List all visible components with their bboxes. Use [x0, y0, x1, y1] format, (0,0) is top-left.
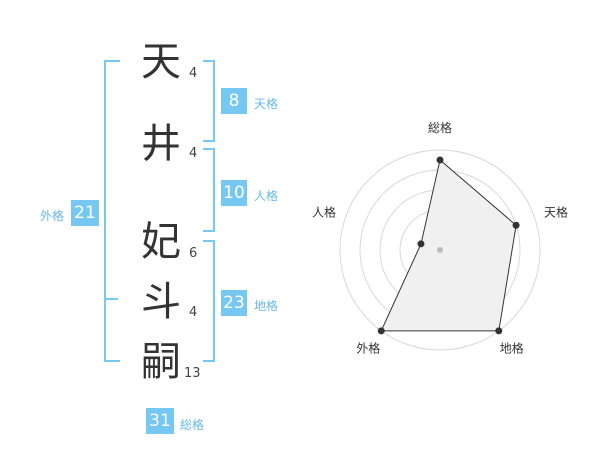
- jinkaku-bracket: [203, 148, 215, 232]
- radar-point: [377, 327, 385, 335]
- stroke-count-5: 13: [184, 366, 201, 381]
- jinkaku-label: 人格: [254, 189, 279, 203]
- name-char-1: 天: [141, 39, 181, 85]
- name-char-4: 斗: [141, 279, 181, 325]
- gaikaku-bracket: [104, 60, 120, 362]
- radar-point: [417, 240, 425, 248]
- soukaku-label: 総格: [180, 418, 205, 432]
- chikaku-label: 地格: [254, 299, 279, 313]
- soukaku-value-badge: 31: [146, 408, 174, 434]
- radar-point: [436, 156, 444, 164]
- name-char-3: 妃: [141, 219, 181, 265]
- radar-axis-label: 総格: [428, 120, 452, 135]
- radar-polygon: [380, 159, 517, 332]
- tenkaku-label: 天格: [254, 97, 279, 111]
- gaikaku-bracket-divider: [104, 298, 118, 300]
- radar-axis-label: 外格: [356, 341, 380, 356]
- radar-center-dot: [437, 247, 443, 253]
- name-char-2: 井: [141, 121, 181, 167]
- gaikaku-label: 外格: [40, 209, 65, 223]
- radar-point: [495, 327, 503, 335]
- chikaku-bracket: [203, 240, 215, 362]
- stroke-count-2: 4: [189, 146, 198, 161]
- gaikaku-value-badge: 21: [71, 200, 99, 226]
- tenkaku-value-badge: 8: [221, 88, 247, 114]
- stroke-count-4: 4: [189, 305, 198, 320]
- radar-axis-label: 人格: [312, 204, 336, 219]
- stroke-count-1: 4: [189, 66, 198, 81]
- jinkaku-value-badge: 10: [221, 180, 247, 206]
- name-char-5: 嗣: [141, 339, 181, 385]
- radar-point: [512, 221, 520, 229]
- radar-axis-label: 天格: [544, 204, 568, 219]
- radar-ring: [339, 149, 541, 351]
- radar-axis-label: 地格: [500, 341, 524, 356]
- chikaku-value-badge: 23: [221, 290, 247, 316]
- tenkaku-bracket: [203, 60, 215, 142]
- radar-points: [377, 156, 520, 335]
- stroke-count-3: 6: [189, 246, 198, 261]
